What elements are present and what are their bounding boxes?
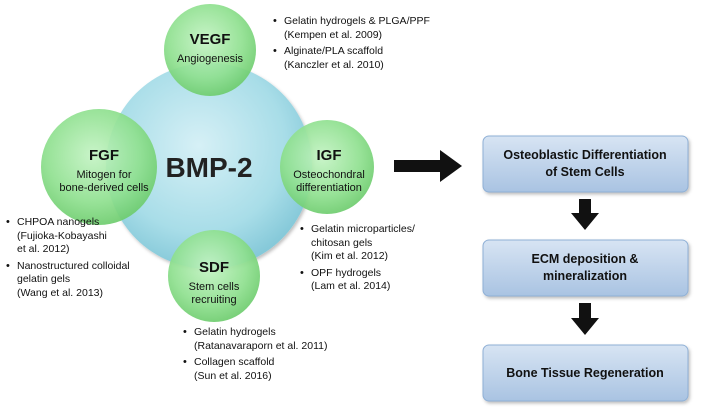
reference-line: gelatin gels [17,273,71,285]
reference-line: (Fujioka-Kobayashi [17,229,107,242]
reference-item: OPF hydrogels(Lam et al. 2014) [300,267,415,294]
reference-line: (Kim et al. 2012) [311,250,389,262]
reference-line: Alginate/PLA scaffold [284,45,384,57]
reference-line: Collagen scaffold [194,356,275,368]
down-arrow-icon [571,199,599,230]
reference-item: CHPOA nanogels(Fujioka-Kobayashi et al. … [6,216,130,257]
process-box-differentiation [482,135,689,193]
sdf-reference-list: Gelatin hydrogels(Ratanavaraporn et al. … [183,326,327,383]
reference-line: (Sun et al. 2016) [194,369,272,382]
process-label-1-line1: Osteoblastic Differentiation [503,148,666,162]
reference-line: (Ratanavaraporn et al. 2011) [194,339,328,352]
sdf-role-line1: Stem cells [189,281,240,293]
hub-label: BMP-2 [165,152,252,183]
reference-item: Alginate/PLA scaffold(Kanczler et al. 20… [273,45,430,72]
fgf-circle [41,109,157,225]
reference-item: Gelatin microparticles/chitosan gels(Kim… [300,223,415,264]
igf-name: IGF [317,147,342,164]
igf-role-line1: Osteochondral [293,169,365,181]
down-arrow-icon [571,303,599,335]
reference-line: et al. 2012) [17,243,70,255]
sdf-name: SDF [199,259,229,276]
fgf-role-line2: bone-derived cells [59,182,149,194]
main-arrow-icon [394,150,462,182]
process-label-1-line2: of Stem Cells [545,165,624,179]
sdf-circle [168,230,260,322]
reference-line: Gelatin microparticles/ [311,223,415,235]
reference-line: (Lam et al. 2014) [311,280,391,292]
igf-circle [280,120,374,214]
sdf-references: Gelatin hydrogels(Ratanavaraporn et al. … [183,326,327,386]
process-label-3: Bone Tissue Regeneration [506,366,663,380]
bmp2-hub-circle [106,63,312,269]
process-label-2-line1: ECM deposition & [532,252,639,266]
reference-line: (Kanczler et al. 2010) [284,58,384,71]
vegf-role: Angiogenesis [177,53,244,65]
reference-item: Gelatin hydrogels(Ratanavaraporn et al. … [183,326,327,353]
igf-reference-list: Gelatin microparticles/chitosan gels(Kim… [300,223,415,294]
vegf-references: Gelatin hydrogels & PLGA/PPF(Kempen et a… [273,15,430,75]
igf-role-line2: differentiation [296,182,362,194]
igf-references: Gelatin microparticles/chitosan gels(Kim… [300,223,415,297]
reference-line: Nanostructured colloidal [17,259,130,272]
reference-line: OPF hydrogels [311,266,382,279]
process-box-regeneration [482,344,689,402]
vegf-reference-list: Gelatin hydrogels & PLGA/PPF(Kempen et a… [273,15,430,72]
fgf-reference-list: CHPOA nanogels(Fujioka-Kobayashi et al. … [6,216,130,300]
reference-item: Gelatin hydrogels & PLGA/PPF(Kempen et a… [273,15,430,42]
sdf-role-line2: recruiting [191,294,236,306]
reference-line: Gelatin hydrogels & PLGA/PPF [284,15,430,27]
reference-line: chitosan gels [311,236,373,249]
vegf-name: VEGF [190,31,231,48]
fgf-references: CHPOA nanogels(Fujioka-Kobayashi et al. … [6,216,130,303]
reference-line: (Kempen et al. 2009) [284,28,383,41]
reference-item: Collagen scaffold(Sun et al. 2016) [183,356,327,383]
fgf-role-line1: Mitogen for [76,169,131,181]
reference-line: Gelatin hydrogels [194,326,276,338]
fgf-name: FGF [89,147,119,164]
process-box-ecm [482,239,689,297]
vegf-circle [164,4,256,96]
reference-line: CHPOA nanogels [17,216,100,228]
reference-line: (Wang et al. 2013) [17,286,103,299]
process-label-2-line2: mineralization [543,269,627,283]
